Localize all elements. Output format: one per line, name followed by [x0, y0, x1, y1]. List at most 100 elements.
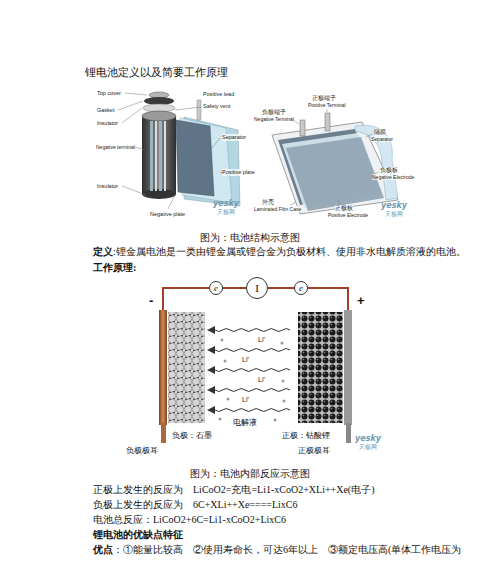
watermark: 天极网 [385, 211, 403, 218]
body-text: ：①能量比较高 ②使用寿命长，可达6年以上 ③额定电压高(单体工作电压为 [113, 544, 461, 556]
watermark: yesky [213, 199, 239, 209]
figure-caption: 图为：电池结构示意图 [200, 232, 300, 244]
cylinder-battery [150, 121, 153, 191]
watermark: yesky [355, 434, 381, 444]
part-label: Negative terminal [96, 144, 135, 150]
symbol-letter: I [255, 283, 259, 294]
body-text: 正极上发生的反应为 [93, 484, 183, 496]
electrolyte-dot [274, 419, 277, 422]
ion-label: Li⁺ [258, 336, 265, 344]
ion-arrow [207, 326, 215, 334]
leader-line [175, 107, 201, 110]
ion-arrow [215, 329, 290, 332]
ion-arrow [207, 326, 290, 414]
heading-text: 工作原理: [93, 262, 136, 274]
electrode [159, 310, 167, 425]
electrolyte-dot [283, 400, 286, 403]
electrode [298, 312, 343, 423]
leader-line [125, 93, 147, 95]
page-title: 锂电池定义以及简要工作原理 [85, 66, 228, 79]
electrolyte-dot [219, 418, 222, 421]
polarity-sign: - [149, 293, 153, 309]
pouch-battery [355, 125, 398, 200]
ion-arrow [215, 389, 290, 392]
circuit-wire [308, 288, 348, 310]
leader-line [118, 101, 143, 110]
leader-line [118, 93, 230, 209]
electrolyte-dot [219, 339, 286, 422]
ion-arrow [215, 409, 290, 412]
body-text: 负极上发生的反应为 [93, 499, 183, 511]
leader-line [338, 200, 340, 204]
electrolyte-dot [281, 342, 284, 345]
cylinder-battery [142, 111, 176, 121]
part-label: Separator [371, 136, 393, 142]
part-label: Safety vent [203, 103, 231, 110]
body-text: LiCoO2=充电=Li1-xCoO2+XLi++Xe(电子) [193, 484, 375, 496]
leader-line [122, 108, 142, 123]
part-label: Insulator [97, 120, 118, 127]
part-label: Positive Electrode [328, 212, 368, 218]
electrolyte-dot [282, 380, 285, 383]
pouch-battery [300, 120, 305, 136]
ion-arrow [207, 366, 215, 374]
watermark: yesky [381, 201, 407, 211]
circuit-wire [163, 288, 209, 310]
ion-arrow [207, 346, 215, 354]
pouch-battery [272, 122, 398, 214]
leader-line [290, 109, 378, 205]
cylinder-battery [142, 116, 176, 194]
heading-text: 锂电池的优缺点特征 [93, 529, 183, 541]
ion-label: Li⁺ [242, 356, 249, 364]
leader-line [122, 186, 146, 195]
part-label: Top cover [97, 90, 121, 97]
heading-text: 优点 [93, 544, 113, 556]
cylinder-battery [155, 121, 157, 191]
body-text: 正极：钴酸锂 [282, 431, 330, 441]
electrode [344, 310, 352, 425]
circuit-wire [223, 287, 246, 289]
heading-text: 定义 [93, 246, 113, 258]
pouch-battery [325, 113, 330, 131]
body-text: 6C+XLi++Xe====LixC6 [193, 499, 297, 511]
part-label: Positive plate [222, 169, 255, 176]
body-text: 正极极耳 [298, 446, 330, 456]
symbol-letter: e [299, 284, 303, 293]
cylinder-battery [176, 120, 214, 196]
pouch-battery [272, 113, 398, 214]
leader-line [290, 202, 296, 205]
body-text: 电池总反应：LiCoO2+6C=Li1-xCoO2+LixC6 [93, 514, 286, 526]
ion-arrow [215, 369, 290, 372]
watermark: 天极网 [217, 209, 235, 216]
electrolyte-dot [221, 339, 224, 342]
body-text: :锂金属电池是一类由锂金属或锂合金为负极材料、使用非水电解质溶液的电池。 [113, 246, 466, 258]
electrode [161, 423, 166, 443]
polarity-sign: + [357, 293, 365, 309]
electrode [346, 423, 351, 443]
cylinder-battery [164, 121, 166, 191]
body-text: 负极极耳 [126, 446, 158, 456]
lamp-symbol: I [246, 277, 268, 299]
leader-line [212, 138, 220, 148]
part-label: Positive Terminal [308, 102, 346, 108]
leader-line [135, 147, 145, 150]
circuit-wire [268, 287, 294, 289]
part-label: Separator [222, 134, 246, 141]
cylinder-battery [197, 100, 201, 120]
ion-label: Li⁺ [258, 376, 265, 384]
electrolyte-dot [224, 360, 227, 363]
electrode [159, 310, 352, 443]
part-label: Insulator [97, 183, 118, 190]
watermark: 天极网 [359, 444, 377, 451]
part-label: Negative plate [150, 211, 185, 218]
leader-line [327, 109, 328, 112]
cylinder-battery [159, 121, 162, 191]
part-label: Positive lead [203, 91, 234, 98]
ion-arrow [215, 349, 290, 352]
figure-caption: 图为：电池内部反应示意图 [190, 468, 310, 480]
part-label: Gasket [97, 107, 114, 114]
electrolyte-dot [227, 398, 230, 401]
body-text: 负极：石墨 [172, 431, 212, 441]
part-label: Laminated Film Case [254, 206, 301, 212]
